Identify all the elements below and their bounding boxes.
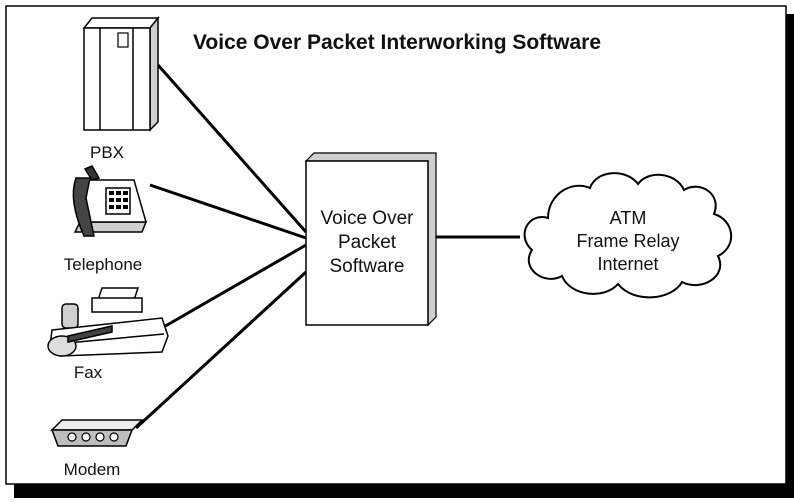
device-label-pbx: PBX <box>90 143 124 162</box>
device-label-telephone: Telephone <box>64 255 142 274</box>
line-telephone-to-software <box>149 183 307 240</box>
software-box-line-1: Voice Over <box>321 208 415 229</box>
cloud-shape <box>523 172 733 299</box>
cloud-line-2: Frame Relay <box>576 231 679 251</box>
device-label-modem: Modem <box>64 460 121 479</box>
diagram-title: Voice Over Packet Interworking Software <box>193 31 601 54</box>
cloud-line-1: ATM <box>610 208 647 228</box>
connection-lines <box>134 64 520 430</box>
software-box: Voice Over Packet Software <box>304 152 437 327</box>
line-pbx-to-software <box>156 64 308 233</box>
software-box-line-2: Packet <box>338 232 397 253</box>
pbx-icon <box>82 15 160 132</box>
cloud-line-3: Internet <box>597 254 658 274</box>
fax-icon <box>47 287 169 357</box>
line-fax-to-software <box>161 243 307 330</box>
telephone-icon <box>72 165 148 237</box>
device-label-fax: Fax <box>74 363 103 382</box>
software-box-face <box>305 160 429 326</box>
network-cloud: ATM Frame Relay Internet <box>523 172 733 299</box>
software-box-line-3: Software <box>330 256 405 277</box>
modem-icon <box>50 419 144 447</box>
line-modem-to-software <box>134 270 308 430</box>
